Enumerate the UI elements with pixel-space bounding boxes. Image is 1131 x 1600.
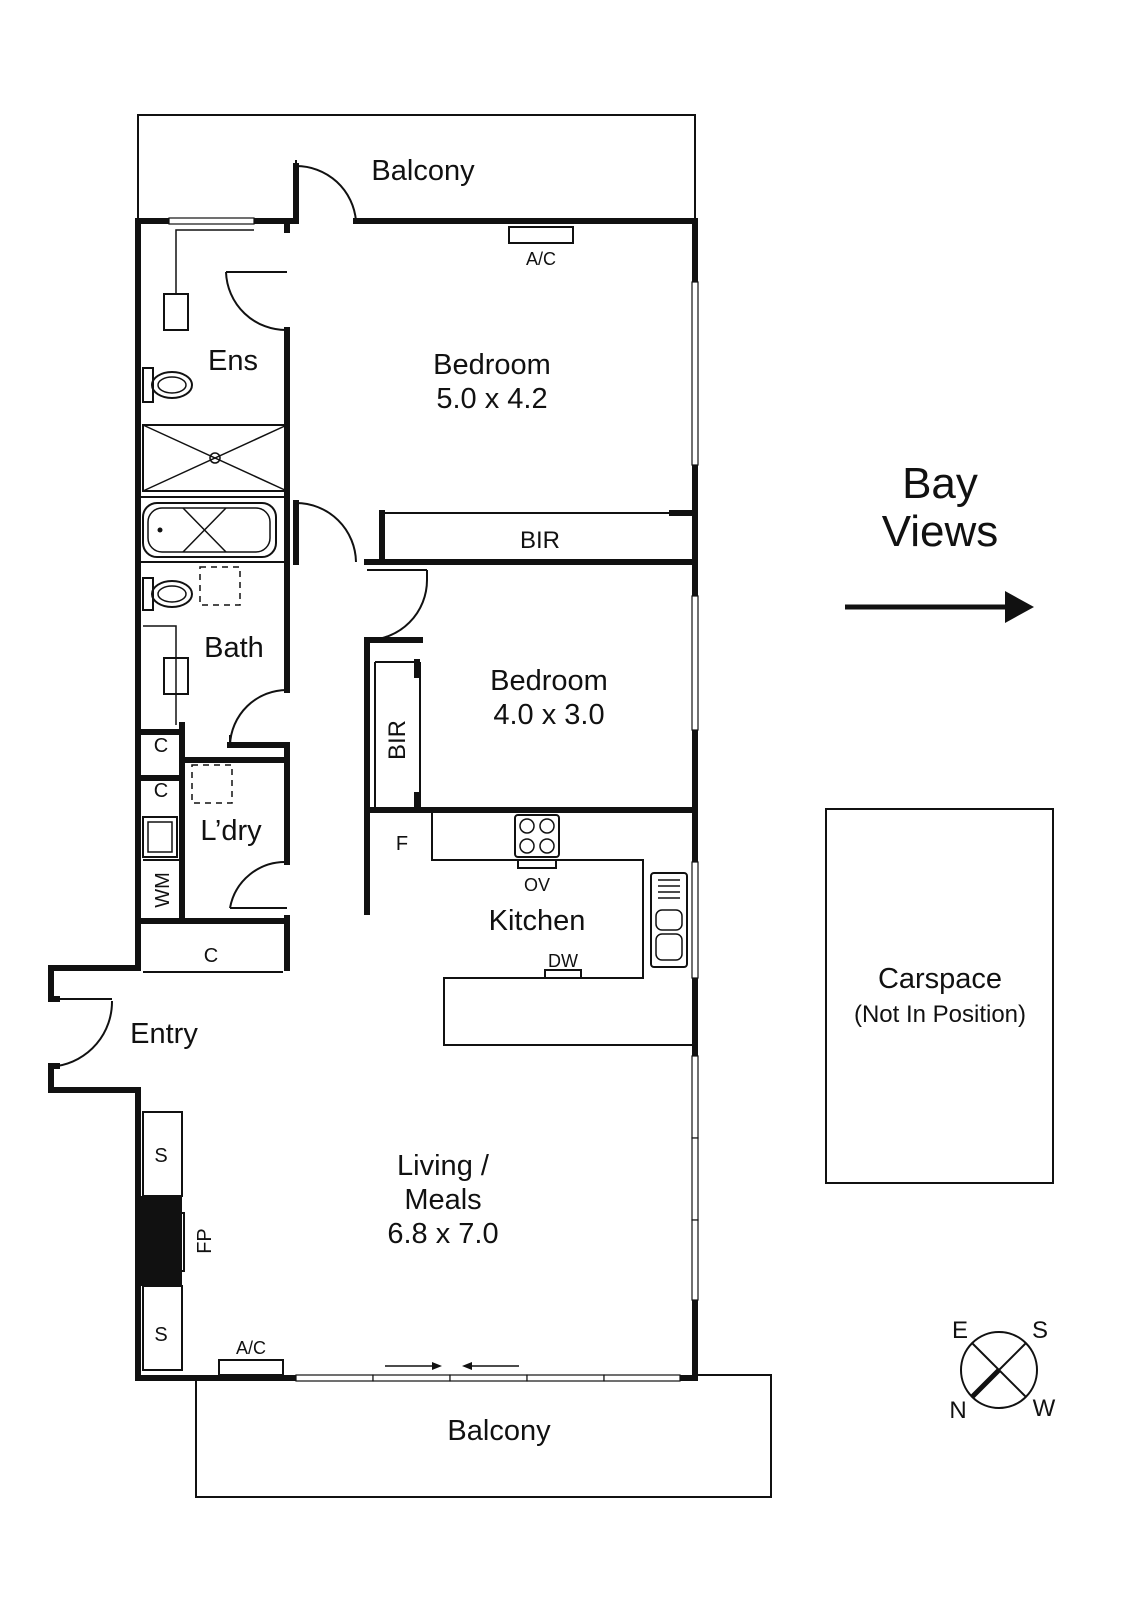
bir2-label: BIR	[384, 720, 411, 760]
dishwasher-label: DW	[548, 951, 578, 971]
bay-views-line1: Bay	[902, 459, 978, 508]
balcony-top-label: Balcony	[371, 155, 475, 187]
cupboard-2-label: C	[154, 780, 168, 802]
ac-top-label: A/C	[526, 249, 556, 269]
compass-north: N	[949, 1397, 966, 1424]
fireplace-label: FP	[194, 1228, 216, 1254]
doors	[56, 160, 428, 1067]
ac-unit-top	[508, 226, 574, 244]
kitchen-label: Kitchen	[489, 905, 586, 937]
bedroom2-size: 4.0 x 3.0	[493, 699, 604, 731]
windows	[168, 217, 699, 1382]
arrow-right-icon	[845, 591, 1034, 623]
bir1-label: BIR	[520, 527, 560, 554]
bir-1	[379, 510, 693, 565]
sliding-door-arrows	[385, 1362, 519, 1370]
compass-west: W	[1033, 1395, 1056, 1422]
laundry-label: L’dry	[200, 815, 262, 847]
ensuite-fixtures	[142, 229, 288, 492]
living-size: 6.8 x 7.0	[387, 1218, 498, 1250]
entry-label: Entry	[130, 1018, 198, 1050]
bath-fixtures	[138, 496, 287, 725]
oven-label: OV	[524, 875, 550, 895]
kitchen-fixtures	[431, 810, 695, 1046]
compass-icon	[960, 1331, 1038, 1409]
fridge-label: F	[396, 833, 408, 855]
living-line1: Living /	[397, 1150, 490, 1182]
cupboard-1-label: C	[154, 735, 168, 757]
living-line2: Meals	[404, 1184, 481, 1216]
carspace-line2: (Not In Position)	[854, 1001, 1026, 1028]
bedroom1-size: 5.0 x 4.2	[436, 383, 547, 415]
balcony-top	[137, 114, 696, 221]
bay-views-line2: Views	[882, 507, 999, 556]
bedroom2-name: Bedroom	[490, 665, 608, 697]
interior-walls	[135, 163, 698, 971]
storage-1-label: S	[154, 1145, 167, 1167]
ac-unit-bottom	[218, 1359, 284, 1376]
ac-bottom-label: A/C	[236, 1338, 266, 1358]
carspace-box	[825, 808, 1054, 1184]
living-storage	[138, 1111, 185, 1371]
laundry-fixtures	[142, 764, 233, 861]
storage-2-label: S	[154, 1324, 167, 1346]
balcony-bottom	[195, 1374, 772, 1498]
fireplace-block	[138, 1196, 182, 1286]
bath-label: Bath	[204, 632, 264, 664]
carspace-line1: Carspace	[878, 963, 1002, 995]
washing-machine-label: WM	[152, 872, 174, 908]
compass-south: S	[1032, 1317, 1048, 1344]
bedroom1-name: Bedroom	[433, 349, 551, 381]
cupboard-3-label: C	[204, 945, 218, 967]
balcony-bottom-label: Balcony	[447, 1415, 551, 1447]
compass-east: E	[952, 1317, 968, 1344]
ensuite-label: Ens	[208, 345, 258, 377]
